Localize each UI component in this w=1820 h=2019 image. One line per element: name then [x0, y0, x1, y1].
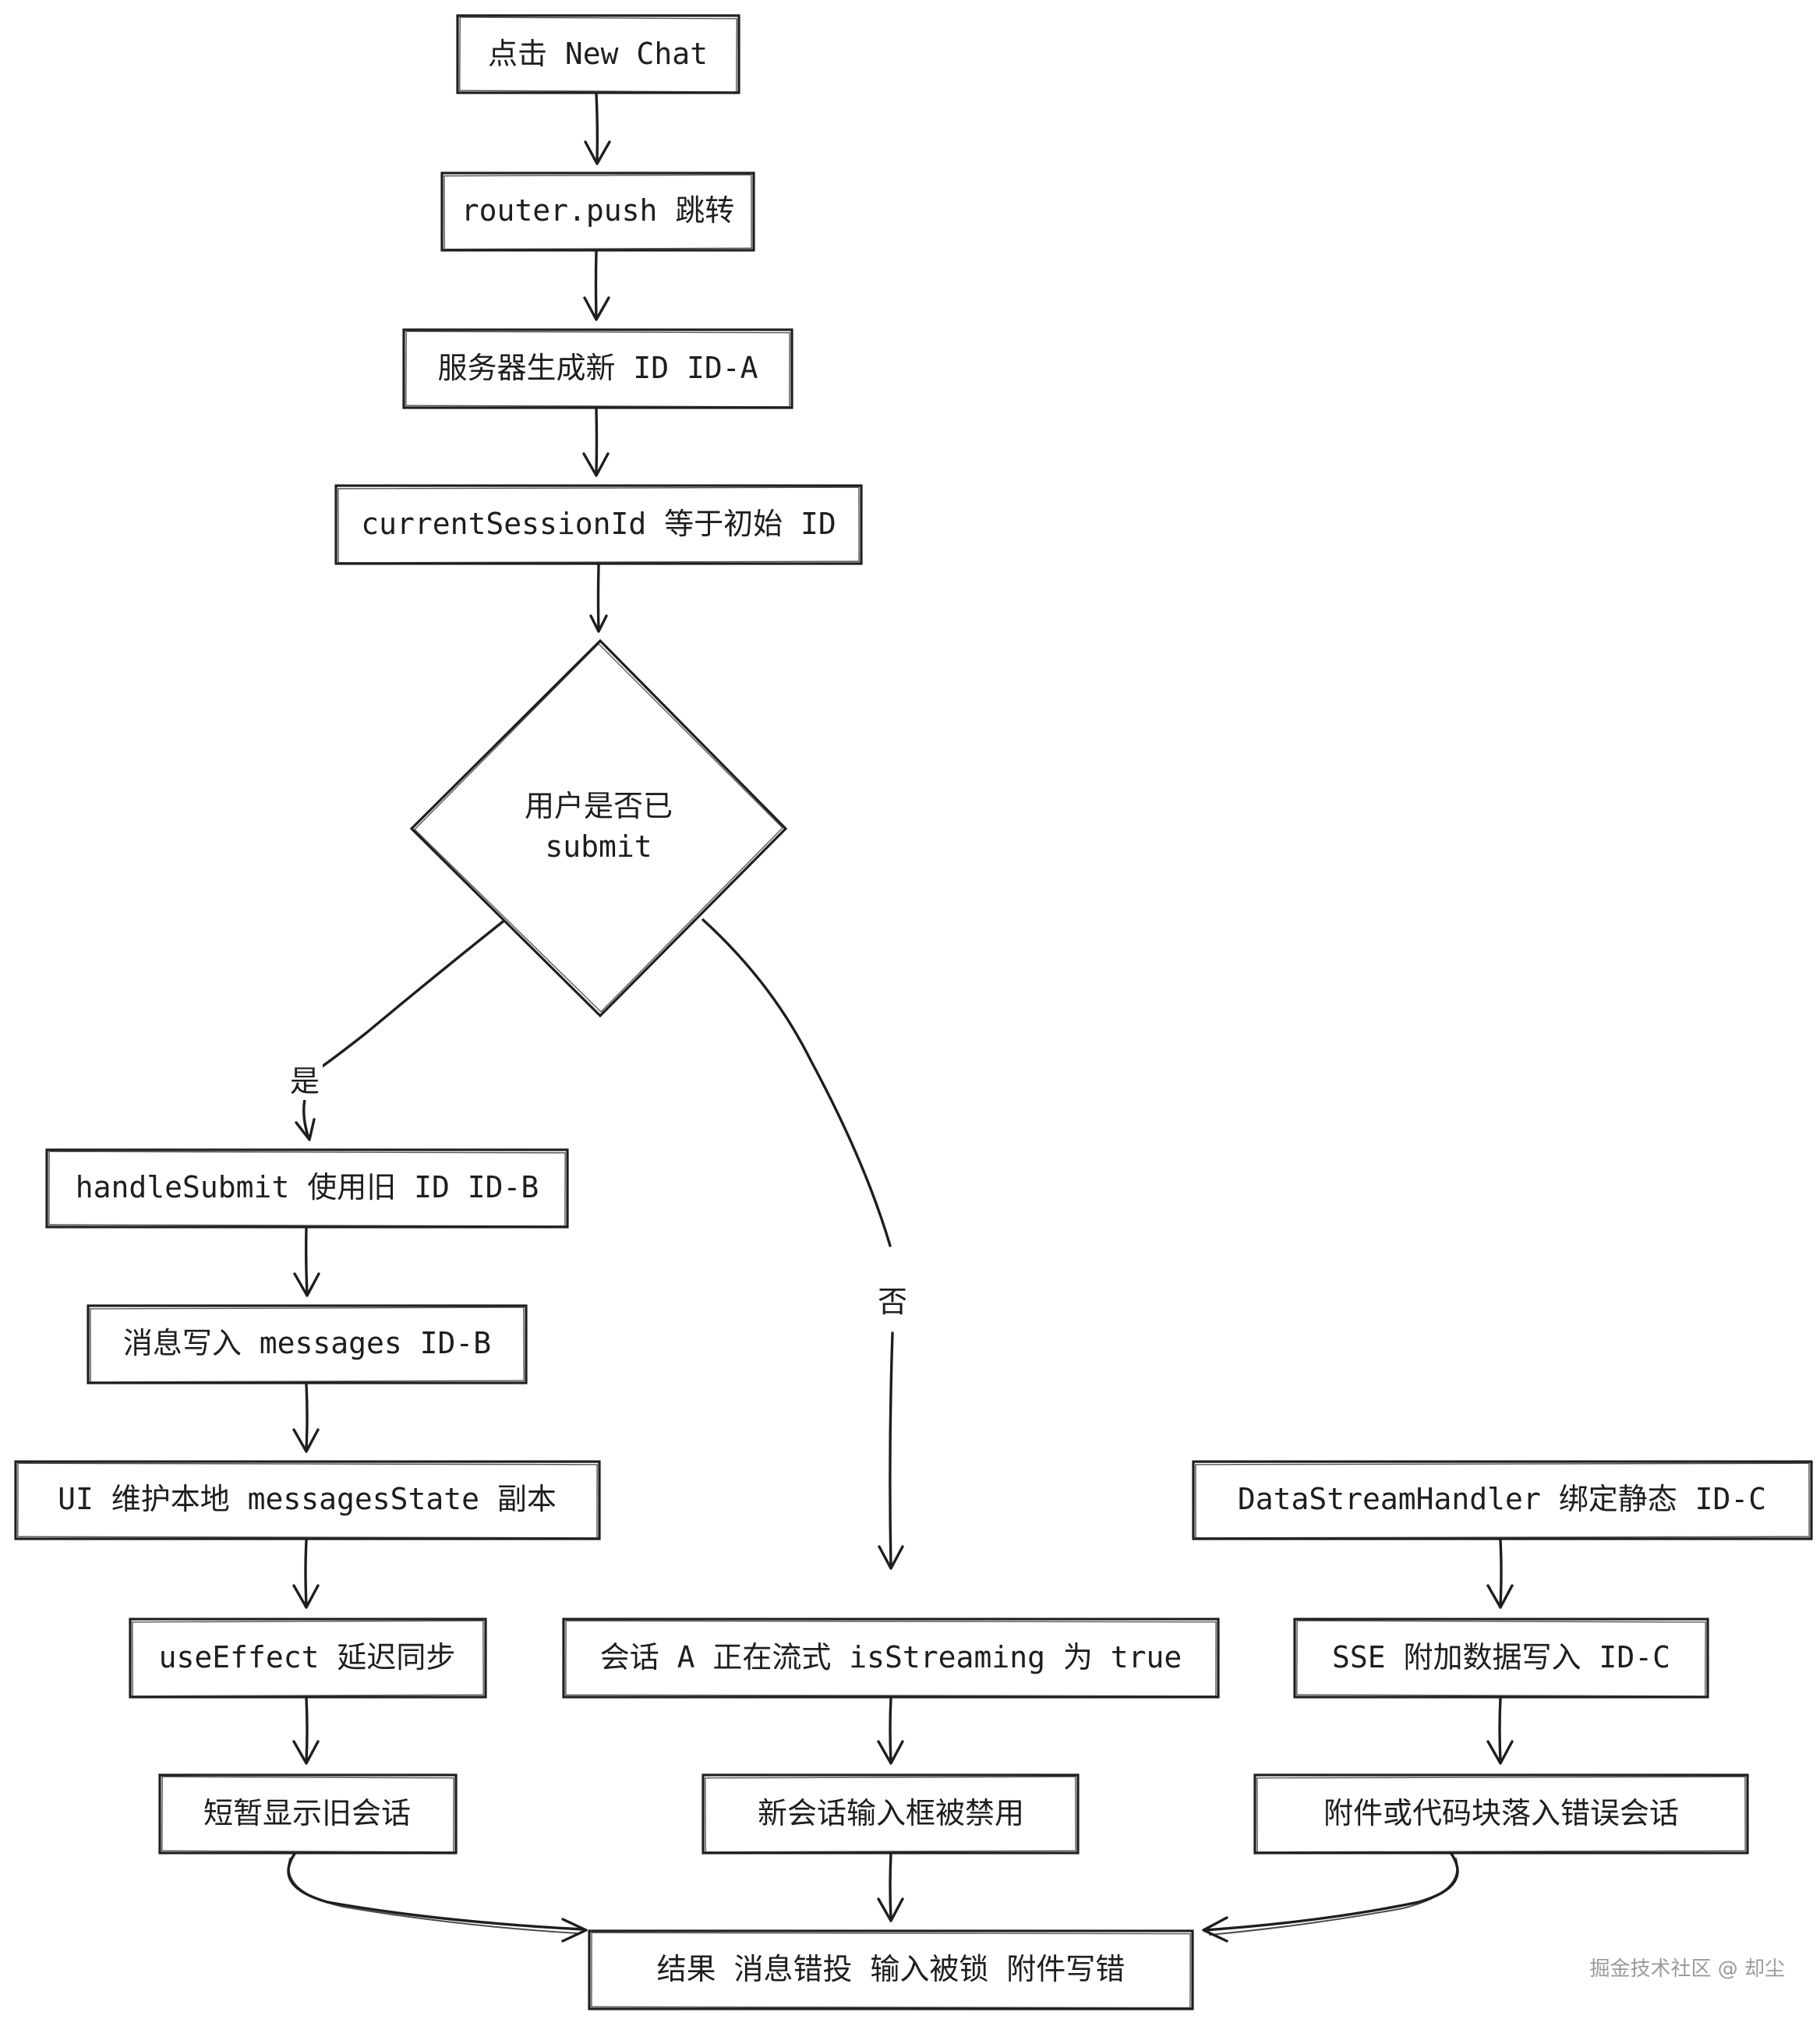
node-disabled: 新会话输入框被禁用	[701, 1773, 1080, 1855]
node-decision: 用户是否已 submit	[409, 638, 788, 1018]
node-attach: 附件或代码块落入错误会话	[1253, 1773, 1749, 1855]
node-msgwrite: 消息写入 messages ID-B	[87, 1304, 528, 1384]
edge-newchat-to-router	[584, 92, 611, 165]
node-dsh-label: DataStreamHandler 绑定静态 ID-C	[1238, 1482, 1766, 1516]
node-handle: handleSubmit 使用旧 ID ID-B	[45, 1148, 569, 1229]
edge-decision-to-streaming-no	[701, 918, 904, 1570]
node-streaming: 会话 A 正在流式 isStreaming 为 true	[562, 1618, 1220, 1699]
edge-server-to-current	[582, 408, 610, 477]
edge-label-yes: 是	[287, 1064, 323, 1100]
node-show-label: 短暂显示旧会话	[203, 1796, 411, 1830]
node-ui-label: UI 维护本地 messagesState 副本	[58, 1482, 557, 1516]
node-result: 结果 消息错投 输入被锁 附件写错	[588, 1929, 1194, 2010]
node-decision-label-line2: submit	[545, 829, 652, 864]
node-current-label: currentSessionId 等于初始 ID	[361, 507, 836, 541]
edges	[287, 92, 1514, 1943]
node-sse-label: SSE 附加数据写入 ID-C	[1332, 1640, 1670, 1674]
edge-show-to-result	[287, 1852, 588, 1943]
node-server-label: 服务器生成新 ID ID-A	[437, 351, 758, 385]
node-decision-label-line1: 用户是否已	[525, 789, 673, 823]
edge-effect-to-show	[292, 1696, 320, 1765]
node-attach-label: 附件或代码块落入错误会话	[1323, 1796, 1679, 1830]
edge-label-no: 否	[873, 1282, 910, 1321]
edge-router-to-server	[583, 249, 610, 321]
svg-text:否: 否	[878, 1285, 907, 1319]
node-handle-label: handleSubmit 使用旧 ID ID-B	[76, 1170, 539, 1204]
edge-msgwrite-to-ui	[292, 1383, 320, 1453]
edge-sse-to-attach	[1486, 1696, 1514, 1765]
node-sse: SSE 附加数据写入 ID-C	[1293, 1618, 1709, 1699]
edge-current-to-decision	[589, 564, 608, 633]
edge-ui-to-effect	[292, 1539, 320, 1609]
node-router: router.push 跳转	[440, 171, 755, 252]
node-ui: UI 维护本地 messagesState 副本	[14, 1460, 601, 1540]
node-result-label: 结果 消息错投 输入被锁 附件写错	[657, 1952, 1126, 1986]
edge-disabled-to-result	[877, 1852, 904, 1922]
node-router-label: router.push 跳转	[461, 193, 735, 228]
node-effect: useEffect 延迟同步	[129, 1618, 487, 1699]
node-disabled-label: 新会话输入框被禁用	[758, 1796, 1024, 1830]
svg-text:是: 是	[290, 1064, 320, 1098]
node-current: currentSessionId 等于初始 ID	[334, 484, 863, 565]
edge-attach-to-result	[1202, 1852, 1459, 1943]
node-server: 服务器生成新 ID ID-A	[402, 328, 793, 409]
node-dsh: DataStreamHandler 绑定静态 ID-C	[1192, 1460, 1813, 1540]
node-show: 短暂显示旧会话	[158, 1773, 458, 1855]
node-msgwrite-label: 消息写入 messages ID-B	[123, 1326, 491, 1360]
node-newchat-label: 点击 New Chat	[488, 37, 708, 71]
edge-handle-to-msgwrite	[293, 1226, 320, 1297]
edge-dsh-to-sse	[1486, 1539, 1514, 1609]
edge-streaming-to-disabled	[877, 1696, 904, 1765]
watermark: 掘金技术社区 @ 却尘	[1589, 1957, 1785, 1981]
edge-decision-to-handle-yes	[295, 918, 507, 1141]
node-effect-label: useEffect 延迟同步	[159, 1640, 456, 1674]
node-streaming-label: 会话 A 正在流式 isStreaming 为 true	[600, 1640, 1182, 1674]
node-newchat: 点击 New Chat	[456, 14, 740, 94]
